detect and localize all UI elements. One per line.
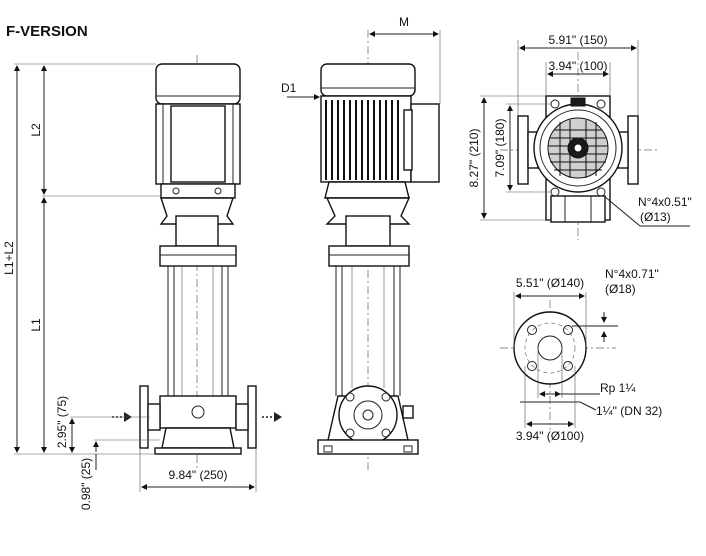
dimension-outer-width-label: 5.91" (150) <box>549 33 608 47</box>
top-holes-mm-label: (Ø13) <box>640 210 671 224</box>
dimension-m-label: M <box>399 15 409 29</box>
flange-holes-label: N°4x0.71" <box>605 267 659 281</box>
front-view: L2 L1+L2 L1 2.95" (75) 0.98" (25) 9.84" … <box>2 55 282 510</box>
dimension-l1-label: L1 <box>29 318 43 332</box>
top-view: 5.91" (150) 3.94" (100) 8.27" (210) 7.09… <box>467 33 692 240</box>
flange-holes-mm-label: (Ø18) <box>605 282 636 296</box>
dimension-inner-width-label: 3.94" (100) <box>549 59 608 73</box>
page-title: F-VERSION <box>6 23 88 40</box>
flange-view: 5.51" (Ø140) N°4x0.71" (Ø18) Rp 1¼ 1¼" (… <box>500 267 662 443</box>
flange-diameter-label: 5.51" (Ø140) <box>516 276 584 290</box>
dimension-d1-label: D1 <box>281 81 297 95</box>
dimension-base-height-label: 0.98" (25) <box>79 458 93 510</box>
dimension-inner-depth-label: 7.09" (180) <box>493 119 507 178</box>
flange-thread-label: Rp 1¼ <box>600 381 636 395</box>
side-view: M D1 <box>281 15 441 470</box>
flange-bolt-circle-label: 3.94" (Ø100) <box>516 429 584 443</box>
dimension-width-label: 9.84" (250) <box>169 468 228 482</box>
flange-nominal-label: 1¼" (DN 32) <box>596 404 662 418</box>
dimension-inlet-height-label: 2.95" (75) <box>55 396 69 448</box>
dimension-l2-label: L2 <box>29 123 43 137</box>
dimension-l1l2-label: L1+L2 <box>2 241 16 275</box>
top-holes-label: N°4x0.51" <box>638 195 692 209</box>
dimension-outer-depth-label: 8.27" (210) <box>467 129 481 188</box>
